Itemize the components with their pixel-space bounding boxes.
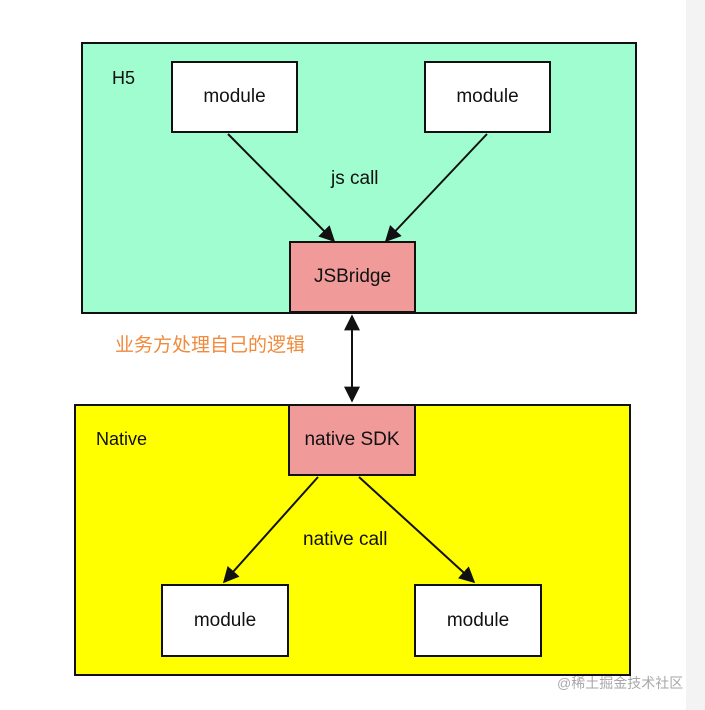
jsbridge-label: JSBridge — [313, 266, 392, 287]
native-module-right-label: module — [446, 609, 510, 631]
arrow-h5-left-to-bridge — [227, 133, 336, 243]
arrow-h5-right-to-bridge — [384, 133, 488, 243]
arrow-sdk-to-native-left — [222, 476, 319, 584]
native-sdk-label: native SDK — [304, 429, 400, 450]
native-call-label: native call — [303, 529, 388, 550]
h5-module-right: module — [424, 61, 551, 133]
h5-module-left: module — [171, 61, 298, 133]
native-module-left: module — [161, 584, 289, 657]
business-logic-note: 业务方处理自己的逻辑 — [115, 335, 306, 356]
page-scrollbar-track — [686, 0, 705, 710]
site-watermark: @稀土掘金技术社区 — [557, 675, 684, 691]
h5-module-right-label: module — [456, 86, 519, 107]
h5-module-left-label: module — [203, 86, 266, 107]
native-module-left-label: module — [193, 609, 257, 631]
h5-region-label: H5 — [112, 68, 136, 88]
native-region-label: Native — [96, 429, 148, 449]
js-call-label: js call — [331, 168, 379, 189]
jsbridge-box: JSBridge — [289, 241, 416, 313]
arrow-sdk-to-native-right — [358, 476, 476, 584]
native-sdk-box: native SDK — [288, 404, 416, 476]
native-module-right: module — [414, 584, 542, 657]
